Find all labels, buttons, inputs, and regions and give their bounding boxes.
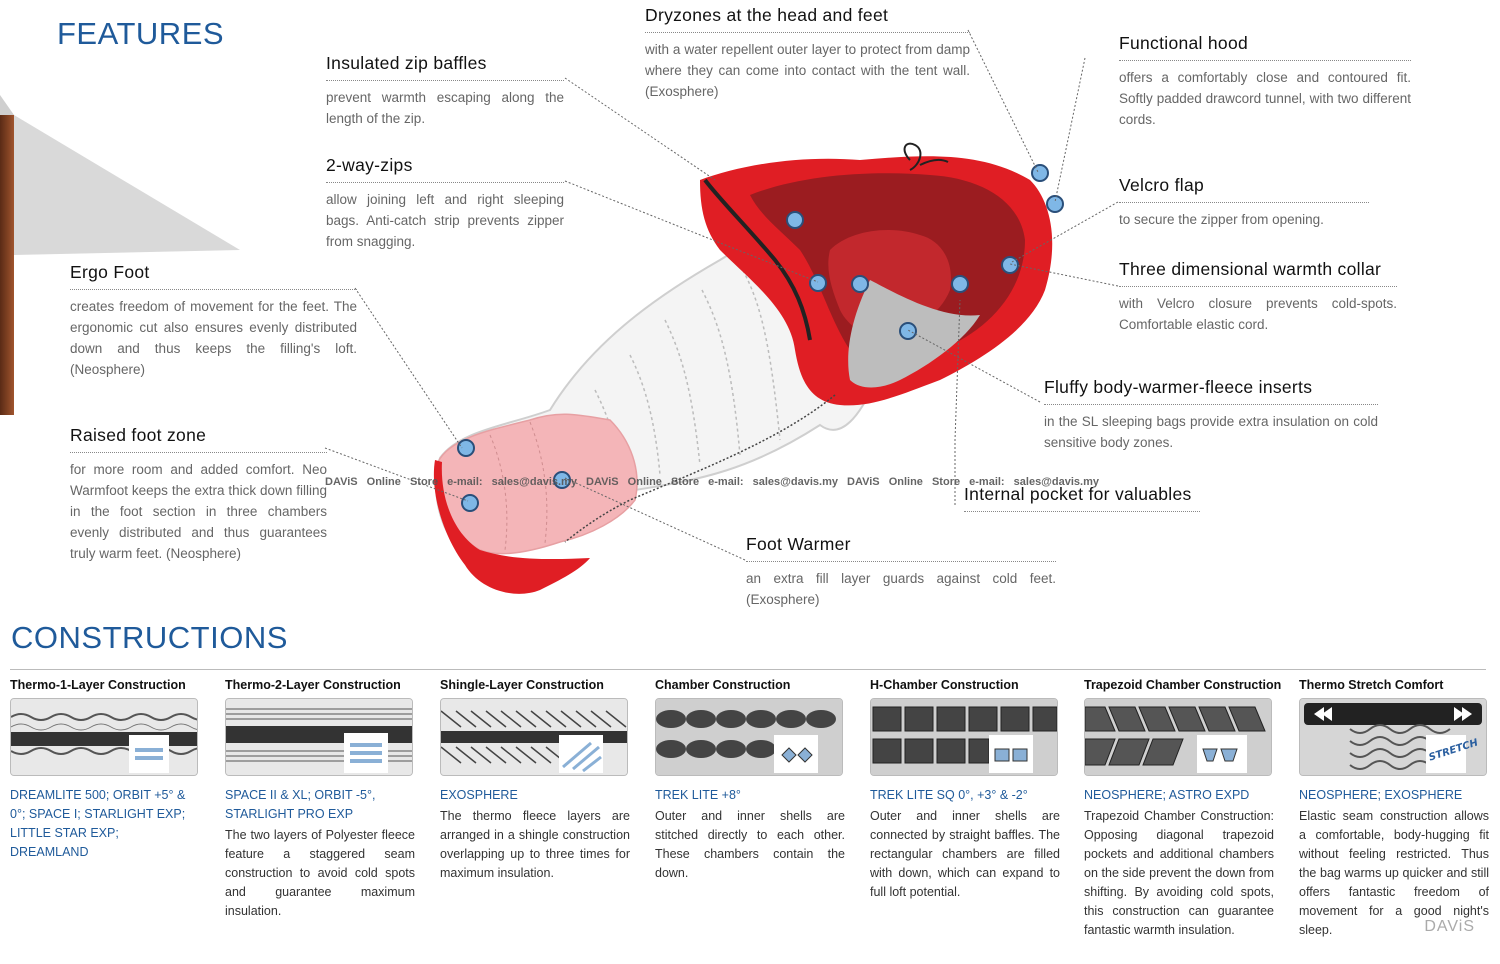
construction-diagram: STRETCH [1299, 698, 1487, 776]
construction-chamber: Chamber Construction TREK LITE +8° Outer… [655, 678, 845, 883]
feature-text: prevent warmth escaping along the length… [326, 90, 564, 126]
feature-dryzones: Dryzones at the head and feet with a wat… [645, 5, 970, 102]
construction-thermo-1-layer: Thermo-1-Layer Construction DREAMLITE 50… [10, 678, 200, 862]
construction-models: SPACE II & XL; ORBIT -5°, STARLIGHT PRO … [225, 788, 376, 821]
construction-models: TREK LITE SQ 0°, +3° & -2° [870, 788, 1028, 802]
construction-diagram [440, 698, 628, 776]
feature-fleece-inserts: Fluffy body-warmer-fleece inserts in the… [1044, 377, 1378, 453]
feature-insulated-zip-baffles: Insulated zip baffles prevent warmth esc… [326, 53, 564, 129]
construction-title: H-Chamber Construction [870, 678, 1019, 692]
feature-internal-pocket: Internal pocket for valuables [964, 484, 1200, 512]
construction-models: NEOSPHERE; ASTRO EXPD [1084, 788, 1250, 802]
feature-text: in the SL sleeping bags provide extra in… [1044, 414, 1378, 450]
feature-title: Insulated zip baffles [326, 53, 564, 81]
sleeping-bag-illustration [433, 142, 1064, 594]
feature-title: Three dimensional warmth collar [1119, 259, 1397, 287]
construction-title: Trapezoid Chamber Construction [1084, 678, 1282, 692]
construction-diagram [10, 698, 198, 776]
feature-text: for more room and added comfort. Neo War… [70, 462, 327, 561]
construction-title: Thermo Stretch Comfort [1299, 678, 1444, 692]
construction-description: Trapezoid Chamber Construction: Opposing… [1084, 809, 1274, 937]
construction-models: TREK LITE +8° [655, 788, 741, 802]
feature-velcro-flap: Velcro flap to secure the zipper from op… [1119, 175, 1369, 230]
construction-description: The thermo fleece layers are arranged in… [440, 809, 630, 880]
constructions-heading: CONSTRUCTIONS [11, 620, 288, 655]
construction-title: Shingle-Layer Construction [440, 678, 604, 692]
construction-thermo-stretch: Thermo Stretch Comfort STRETCH NEOSPHERE… [1299, 678, 1489, 940]
construction-h-chamber: H-Chamber Construction TREK LITE SQ 0°, … [870, 678, 1060, 902]
feature-text: with a water repellent outer layer to pr… [645, 42, 970, 99]
arrow-left-icon [1314, 707, 1332, 721]
feature-functional-hood: Functional hood offers a comfortably clo… [1119, 33, 1411, 130]
feature-title: Foot Warmer [746, 534, 1056, 562]
feature-warmth-collar: Three dimensional warmth collar with Vel… [1119, 259, 1397, 335]
feature-title: Ergo Foot [70, 262, 357, 290]
feature-text: to secure the zipper from opening. [1119, 212, 1324, 227]
construction-diagram [870, 698, 1058, 776]
feature-title: Raised foot zone [70, 425, 327, 453]
construction-description: Outer and inner shells are stitched dire… [655, 809, 845, 880]
feature-text: creates freedom of movement for the feet… [70, 299, 357, 377]
feature-foot-warmer: Foot Warmer an extra fill layer guards a… [746, 534, 1056, 610]
construction-description: Elastic seam construction allows a comfo… [1299, 809, 1489, 937]
construction-models: EXOSPHERE [440, 788, 518, 802]
feature-text: with Velcro closure prevents cold-spots.… [1119, 296, 1397, 332]
brand-mark: DAViS [1424, 918, 1475, 935]
construction-shingle-layer: Shingle-Layer Construction EXOSPHERE The… [440, 678, 630, 883]
feature-title: 2-way-zips [326, 155, 564, 183]
construction-models: DREAMLITE 500; ORBIT +5° & 0°; SPACE I; … [10, 788, 186, 859]
feature-title: Internal pocket for valuables [964, 484, 1200, 512]
feature-text: an extra fill layer guards against cold … [746, 571, 1056, 607]
feature-title: Functional hood [1119, 33, 1411, 61]
construction-thermo-2-layer: Thermo-2-Layer Construction SPACE II & X… [225, 678, 415, 921]
construction-title: Chamber Construction [655, 678, 791, 692]
feature-text: allow joining left and right sleeping ba… [326, 192, 564, 249]
arrow-right-icon [1454, 707, 1472, 721]
construction-title: Thermo-1-Layer Construction [10, 678, 186, 692]
watermark-text: DAViS Online Store e-mail: sales@davis.m… [325, 476, 1099, 488]
feature-title: Fluffy body-warmer-fleece inserts [1044, 377, 1378, 405]
feature-two-way-zips: 2-way-zips allow joining left and right … [326, 155, 564, 252]
features-heading: FEATURES [57, 16, 225, 51]
construction-trapezoid-chamber: Trapezoid Chamber Construction NEOSPHERE… [1084, 678, 1282, 940]
construction-models: NEOSPHERE; EXOSPHERE [1299, 788, 1463, 802]
construction-description: Outer and inner shells are connected by … [870, 809, 1060, 899]
section-divider [10, 669, 1486, 670]
construction-diagram [225, 698, 413, 776]
leader-lines [324, 29, 1119, 561]
feature-title: Velcro flap [1119, 175, 1369, 203]
page-edge-graphic [0, 95, 240, 415]
construction-diagram [655, 698, 843, 776]
feature-ergo-foot: Ergo Foot creates freedom of movement fo… [70, 262, 357, 380]
feature-text: offers a comfortably close and contoured… [1119, 70, 1411, 127]
construction-diagram [1084, 698, 1272, 776]
feature-title: Dryzones at the head and feet [645, 5, 970, 33]
feature-raised-foot-zone: Raised foot zone for more room and added… [70, 425, 327, 564]
construction-title: Thermo-2-Layer Construction [225, 678, 401, 692]
construction-description: The two layers of Polyester fleece featu… [225, 828, 415, 918]
